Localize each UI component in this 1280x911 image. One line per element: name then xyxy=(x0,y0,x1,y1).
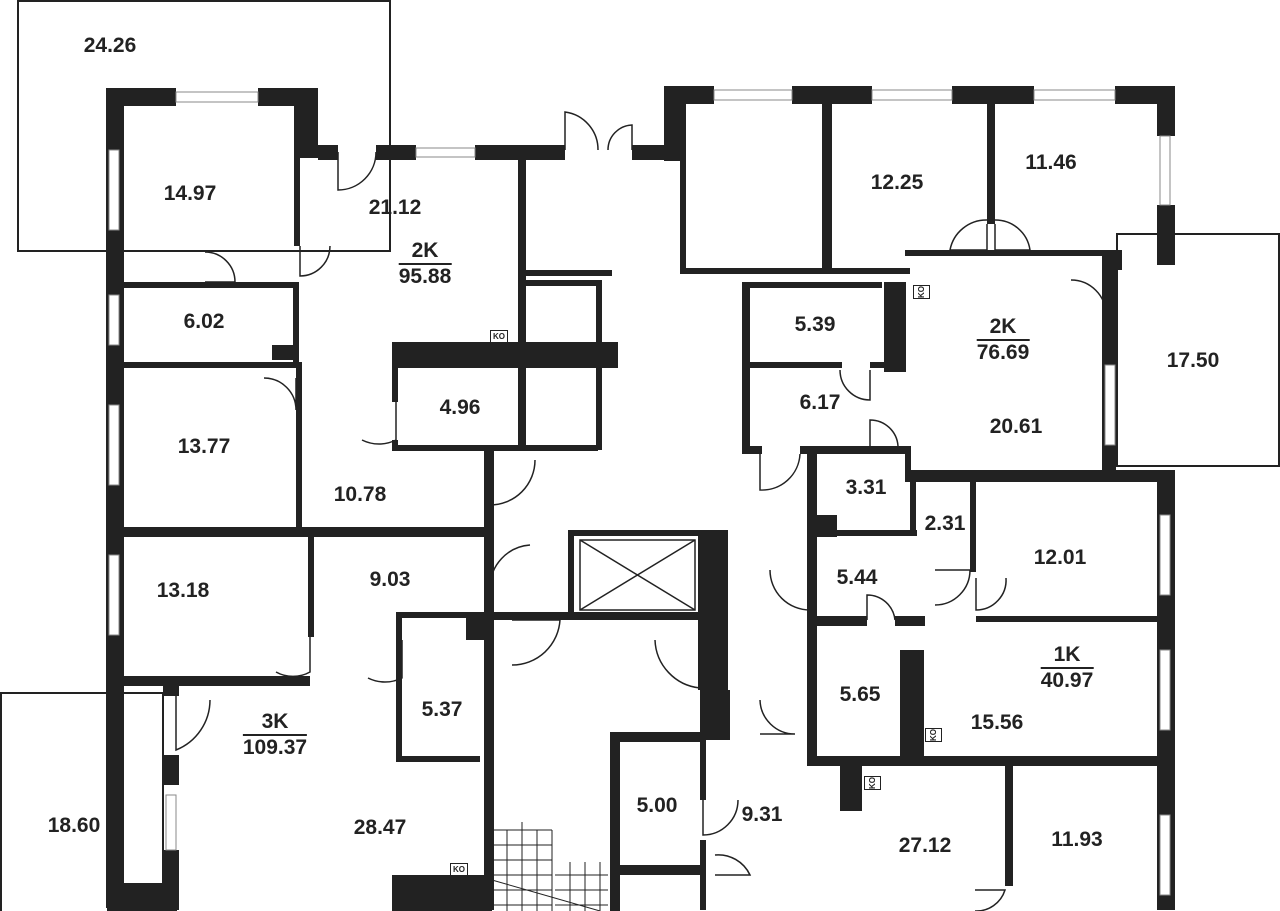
room-area-label: 5.39 xyxy=(794,313,836,336)
apartment-area: 40.97 xyxy=(1040,669,1094,692)
apartment-area: 95.88 xyxy=(398,265,452,288)
ko-marker: KO xyxy=(913,285,930,299)
room-area-label: 9.31 xyxy=(741,803,783,826)
stairs xyxy=(491,822,608,911)
walls xyxy=(106,86,1175,911)
room-area-label: 20.61 xyxy=(989,415,1043,438)
room-area-label: 11.46 xyxy=(1025,151,1077,174)
room-area-label: 15.56 xyxy=(970,711,1024,734)
room-area-label: 6.02 xyxy=(183,310,225,333)
room-area-label: 27.12 xyxy=(898,834,952,857)
room-area-label: 2.31 xyxy=(924,512,966,535)
room-area-label: 4.96 xyxy=(439,396,481,419)
ko-marker: KO xyxy=(450,863,468,876)
room-area-label: 3.31 xyxy=(845,476,887,499)
apartment-type: 2K xyxy=(398,239,452,265)
apartment-label: 2K 76.69 xyxy=(976,315,1030,365)
doors xyxy=(175,111,1107,911)
room-area-label: 13.18 xyxy=(156,579,210,602)
room-area-label: 18.60 xyxy=(47,814,101,837)
apartment-type: 3K xyxy=(242,710,308,736)
room-area-label: 21.12 xyxy=(368,196,422,219)
ko-marker: KO xyxy=(864,776,881,790)
room-area-label: 5.44 xyxy=(836,566,878,589)
apartment-area: 76.69 xyxy=(976,341,1030,364)
room-area-label: 14.97 xyxy=(163,182,217,205)
ko-marker: KO xyxy=(925,728,942,742)
apartment-label: 2K 95.88 xyxy=(398,239,452,289)
apartment-area: 109.37 xyxy=(242,736,308,759)
room-area-label: 5.65 xyxy=(839,683,881,706)
room-area-label: 12.01 xyxy=(1033,546,1087,569)
room-area-label: 10.78 xyxy=(333,483,387,506)
room-area-label: 5.00 xyxy=(636,794,678,817)
room-area-label: 9.03 xyxy=(369,568,411,591)
elevator xyxy=(579,537,721,611)
room-area-label: 13.77 xyxy=(177,435,231,458)
apartment-label: 1K 40.97 xyxy=(1040,643,1094,693)
room-area-label: 12.25 xyxy=(870,171,924,194)
room-area-label: 24.26 xyxy=(83,34,137,57)
room-area-label: 5.37 xyxy=(421,698,463,721)
ko-marker: KO xyxy=(490,330,508,343)
apartment-type: 1K xyxy=(1040,643,1094,669)
windows xyxy=(108,89,1171,896)
room-area-label: 6.17 xyxy=(799,391,841,414)
apartment-label: 3K 109.37 xyxy=(242,710,308,760)
room-area-label: 11.93 xyxy=(1051,828,1103,851)
room-area-label: 28.47 xyxy=(353,816,407,839)
apartment-type: 2K xyxy=(976,315,1030,341)
room-area-label: 17.50 xyxy=(1166,349,1220,372)
